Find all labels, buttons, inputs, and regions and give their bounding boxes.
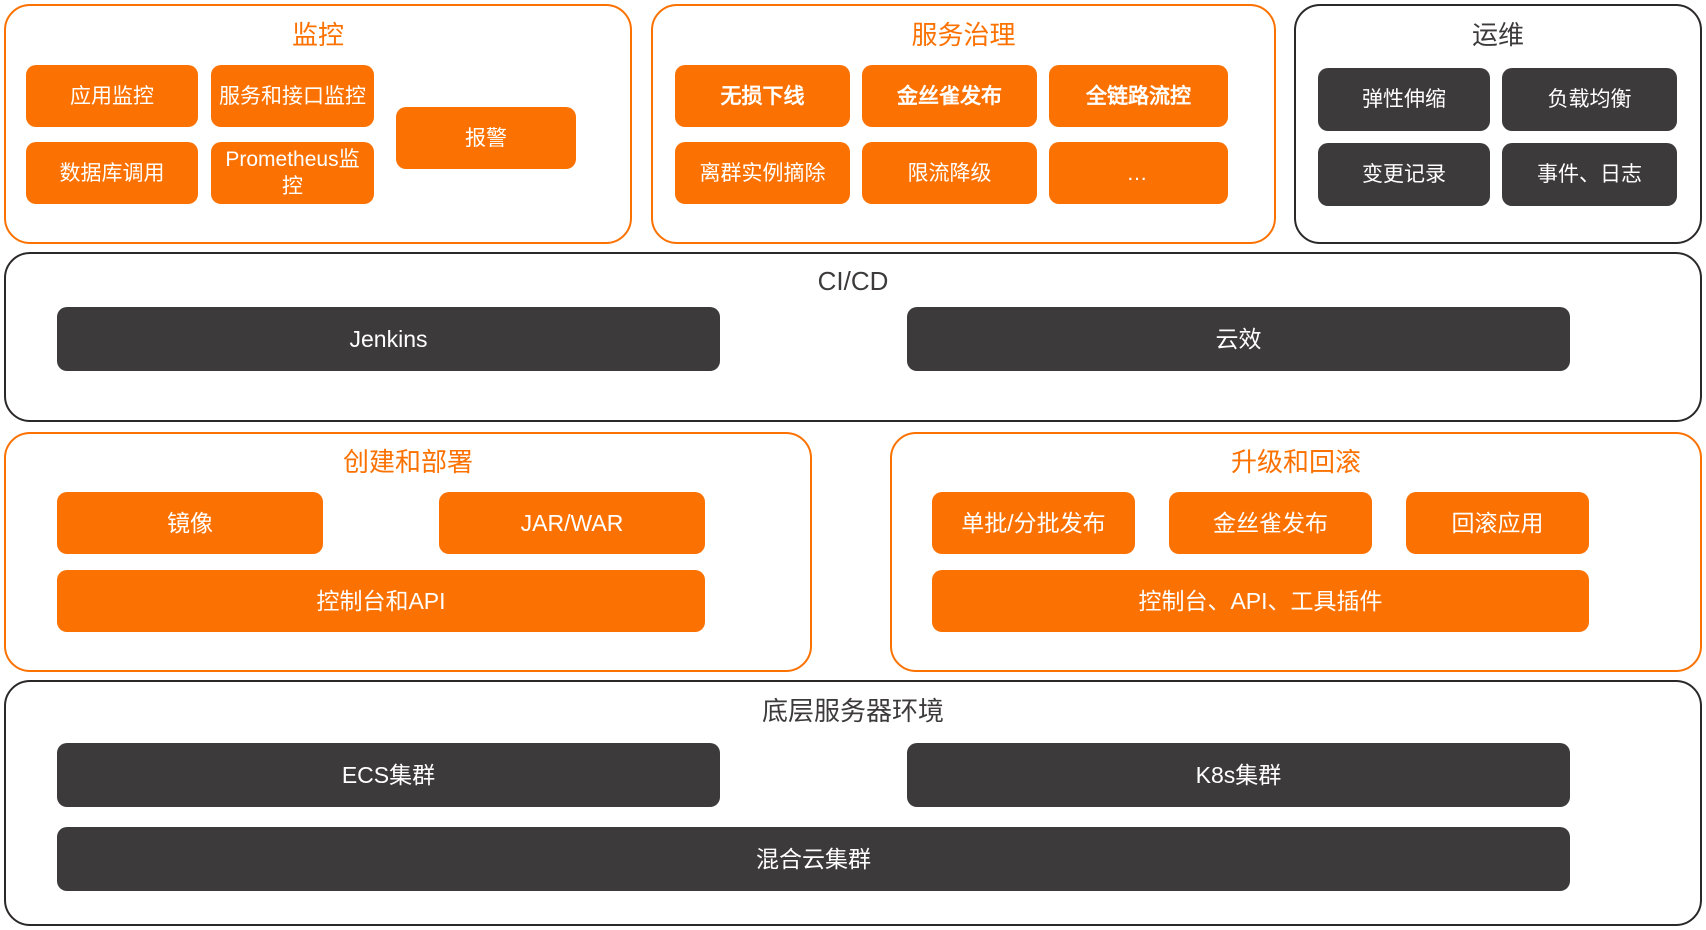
chip-jenkins[interactable]: Jenkins <box>57 307 720 371</box>
chip-image[interactable]: 镜像 <box>57 492 323 554</box>
chip-rollback-application[interactable]: 回滚应用 <box>1406 492 1589 554</box>
chip-graceful-offline[interactable]: 无损下线 <box>675 65 850 127</box>
chip-batch-release[interactable]: 单批/分批发布 <box>932 492 1135 554</box>
chip-prometheus-monitoring[interactable]: Prometheus监控 <box>211 142 374 204</box>
panel-infrastructure-title: 底层服务器环境 <box>761 696 944 726</box>
panel-monitoring-title: 监控 <box>291 20 344 50</box>
chip-k8s-cluster[interactable]: K8s集群 <box>907 743 1570 807</box>
panel-cicd: CI/CD Jenkins 云效 <box>4 252 1702 422</box>
chip-elastic-scaling[interactable]: 弹性伸缩 <box>1318 68 1490 131</box>
chip-hybrid-cloud-cluster[interactable]: 混合云集群 <box>57 827 1570 891</box>
chip-database-call[interactable]: 数据库调用 <box>26 142 198 204</box>
chip-canary-release[interactable]: 金丝雀发布 <box>862 65 1037 127</box>
chip-more-ellipsis[interactable]: … <box>1049 142 1228 204</box>
chip-canary-release-upgrade[interactable]: 金丝雀发布 <box>1169 492 1372 554</box>
chip-change-records[interactable]: 变更记录 <box>1318 143 1490 206</box>
panel-operations: 运维 弹性伸缩 负载均衡 变更记录 事件、日志 <box>1294 4 1702 244</box>
chip-application-monitoring[interactable]: 应用监控 <box>26 65 198 127</box>
panel-upgrade-rollback: 升级和回滚 单批/分批发布 金丝雀发布 回滚应用 控制台、API、工具插件 <box>890 432 1702 672</box>
chip-yunxiao[interactable]: 云效 <box>907 307 1570 371</box>
chip-full-link-flow-control[interactable]: 全链路流控 <box>1049 65 1228 127</box>
chip-service-and-interface-monitoring[interactable]: 服务和接口监控 <box>211 65 374 127</box>
chip-console-and-api[interactable]: 控制台和API <box>57 570 705 632</box>
chip-alarm[interactable]: 报警 <box>396 107 576 169</box>
chip-rate-limit-degradation[interactable]: 限流降级 <box>862 142 1037 204</box>
panel-create-deploy-title: 创建和部署 <box>342 447 473 477</box>
chip-outlier-instance-removal[interactable]: 离群实例摘除 <box>675 142 850 204</box>
panel-cicd-title: CI/CD <box>817 266 889 296</box>
panel-service-governance: 服务治理 无损下线 金丝雀发布 全链路流控 离群实例摘除 限流降级 … <box>651 4 1276 244</box>
panel-infrastructure: 底层服务器环境 ECS集群 K8s集群 混合云集群 <box>4 680 1702 926</box>
chip-load-balancing[interactable]: 负载均衡 <box>1502 68 1677 131</box>
panel-upgrade-rollback-title: 升级和回滚 <box>1230 447 1361 477</box>
panel-operations-title: 运维 <box>1471 20 1524 50</box>
panel-create-deploy: 创建和部署 镜像 JAR/WAR 控制台和API <box>4 432 812 672</box>
panel-monitoring: 监控 应用监控 服务和接口监控 报警 数据库调用 Prometheus监控 <box>4 4 632 244</box>
chip-console-api-tool-plugins[interactable]: 控制台、API、工具插件 <box>932 570 1589 632</box>
chip-events-logs[interactable]: 事件、日志 <box>1502 143 1677 206</box>
chip-ecs-cluster[interactable]: ECS集群 <box>57 743 720 807</box>
panel-service-governance-title: 服务治理 <box>911 20 1016 50</box>
chip-jar-war[interactable]: JAR/WAR <box>439 492 705 554</box>
